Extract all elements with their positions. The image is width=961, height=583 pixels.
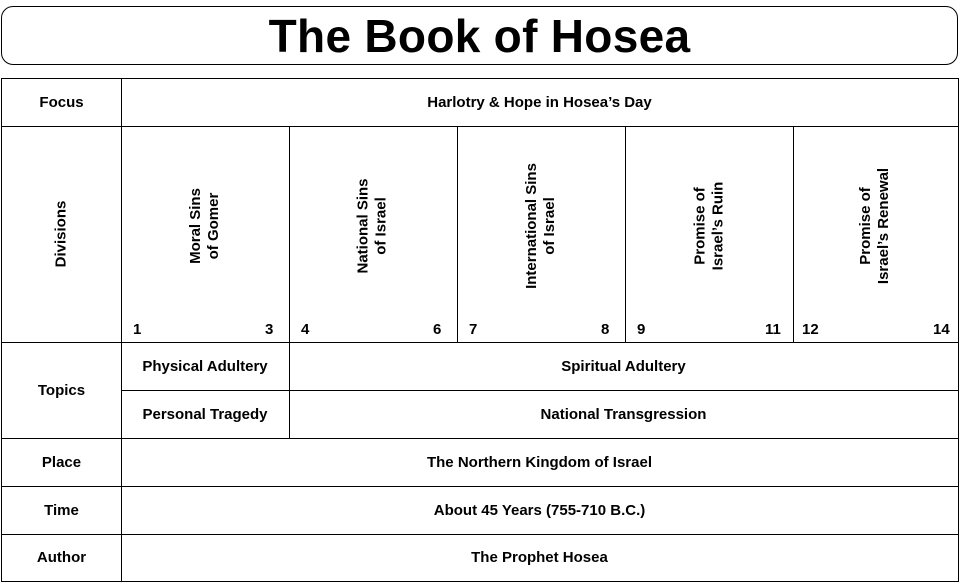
chapter-end-4: 11 (765, 321, 781, 338)
division-2-line1: National Sins (355, 178, 372, 274)
chapter-end-2: 6 (433, 321, 442, 338)
division-2-line2: of Israel (373, 197, 390, 255)
division-3-line2: of Israel (540, 197, 558, 255)
row-divider (2, 438, 958, 439)
divisions-label-cell: Divisions (2, 126, 121, 342)
row-divider (121, 390, 958, 391)
column-divider (793, 126, 794, 342)
topic-personal-tragedy: Personal Tragedy (142, 405, 268, 423)
topic-physical-adultery: Physical Adultery (142, 357, 268, 375)
chart-grid: Focus Divisions Topics Place Time Author… (1, 78, 959, 582)
place-label: Place (41, 453, 82, 471)
division-1-line2: of Gomer (204, 192, 222, 260)
chapter-start-4: 9 (637, 321, 646, 338)
column-divider (289, 126, 290, 438)
divisions-label: Divisions (52, 200, 70, 268)
topic-spiritual-adultery: Spiritual Adultery (561, 357, 686, 375)
column-divider (457, 126, 458, 342)
chapter-start-1: 1 (133, 321, 142, 338)
time-value: About 45 Years (755-710 B.C.) (433, 501, 646, 519)
place-value: The Northern Kingdom of Israel (426, 453, 652, 471)
chapter-end-3: 8 (601, 321, 610, 338)
title-banner: The Book of Hosea (1, 6, 958, 65)
chapter-end-1: 3 (265, 321, 274, 338)
author-value: The Prophet Hosea (471, 549, 608, 566)
focus-label: Focus (39, 94, 84, 111)
row-divider (2, 342, 958, 343)
row-divider (2, 534, 958, 535)
division-4-line1: Promise of (691, 187, 708, 265)
column-divider (625, 126, 626, 342)
chart-title: The Book of Hosea (268, 9, 691, 62)
topic-national-transgression: National Transgression (540, 405, 707, 423)
column-divider (121, 79, 122, 581)
time-label: Time (44, 501, 79, 519)
author-label: Author (36, 549, 87, 566)
chapter-start-5: 12 (802, 321, 819, 338)
chapter-start-3: 7 (469, 321, 478, 338)
chapter-end-5: 14 (933, 321, 950, 338)
topics-label: Topics (37, 381, 86, 399)
chapter-start-2: 4 (301, 321, 310, 338)
focus-value: Harlotry & Hope in Hosea’s Day (427, 94, 652, 111)
division-4-line2: Israel’s Ruin (709, 181, 726, 271)
row-divider (2, 486, 958, 487)
division-5-line2: Israel’s Renewal (875, 167, 893, 285)
division-5-line1: Promise of (857, 187, 875, 265)
division-1-line1: Moral Sins (186, 188, 204, 264)
row-divider (2, 126, 958, 127)
division-3-line1: International Sins (522, 163, 540, 289)
